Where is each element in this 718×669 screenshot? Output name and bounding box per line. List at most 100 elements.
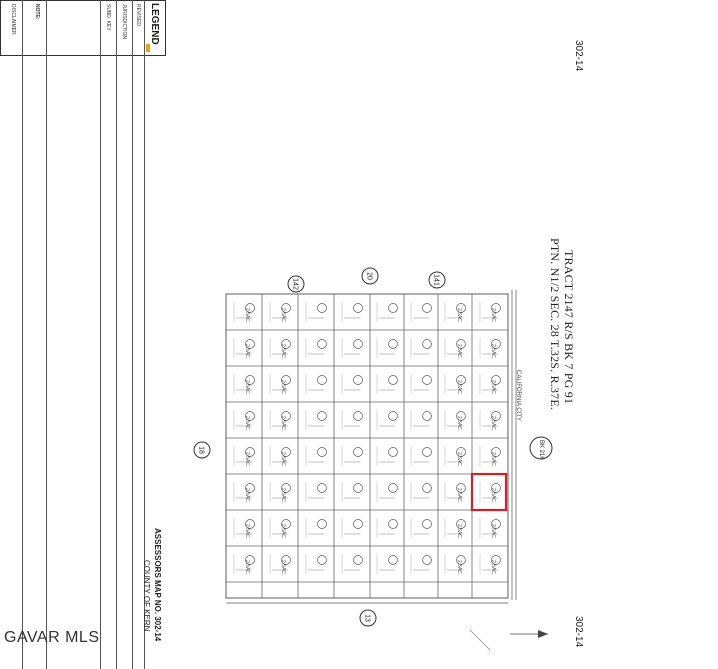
parcel-number-circle xyxy=(422,555,432,565)
parcel-number-circle xyxy=(281,447,291,457)
circled-label-circle xyxy=(428,271,446,289)
parcel-number-circle xyxy=(245,483,255,493)
parcel-acreage-label: 2.5AC. xyxy=(280,524,286,539)
legend-revised-column: REVISED xyxy=(132,0,145,669)
legend-box: DISCLAIMER NOTE: SUBD. KEY JURISDICTION … xyxy=(0,0,166,669)
parcel-acreage-label: 2.5AC. xyxy=(490,380,496,395)
parcel-number-circle xyxy=(491,519,501,529)
street-label: CALIFORNIA CITY xyxy=(515,370,521,422)
parcel-number-circle xyxy=(317,303,327,313)
parcel-acreage-label: 2.5AC. xyxy=(490,416,496,431)
parcel-number-circle xyxy=(281,411,291,421)
parcel-number-circle xyxy=(422,447,432,457)
parcel-number-circle xyxy=(456,483,466,493)
parcel-acreage-label: 2.5AC. xyxy=(244,452,250,467)
circled-label-number: 18 xyxy=(198,446,205,454)
parcel-acreage-label: 2.5AC. xyxy=(490,488,496,503)
parcel-acreage-label: 2.5AC. xyxy=(244,380,250,395)
circled-label-number: 20 xyxy=(366,272,373,280)
circled-label-circle xyxy=(361,267,379,285)
parcel-number-circle xyxy=(456,447,466,457)
parcel-number-circle xyxy=(353,519,363,529)
legend-title-column: LEGEND xyxy=(144,0,164,669)
parcel-acreage-label: 2.5AC. xyxy=(456,488,462,503)
parcel-number-circle xyxy=(281,555,291,565)
parcel-number-circle xyxy=(456,339,466,349)
parcel-number-circle xyxy=(317,411,327,421)
map-outer-border xyxy=(225,293,509,599)
parcel-number-circle xyxy=(422,375,432,385)
parcel-number-circle xyxy=(388,555,398,565)
parcel-acreage-label: 2.5AC. xyxy=(456,380,462,395)
parcel-number-circle xyxy=(491,303,501,313)
parcel-number-circle xyxy=(422,483,432,493)
parcel-acreage-label: 2.5AC. xyxy=(280,308,286,323)
parcel-acreage-label: 2.5AC. xyxy=(456,416,462,431)
parcel-acreage-label: 2.5AC. xyxy=(280,560,286,575)
watermark-text: GAVAR MLS xyxy=(4,629,100,646)
parcel-number-circle xyxy=(281,519,291,529)
legend-accent-mark xyxy=(146,44,150,52)
map-extras xyxy=(469,472,548,651)
parcel-acreage-label: 2.5AC. xyxy=(244,488,250,503)
corner-tick xyxy=(469,629,491,651)
parcel-acreage-label: 2.5AC. xyxy=(244,560,250,575)
parcel-acreage-label: 2.5AC. xyxy=(456,560,462,575)
parcel-acreage-label: 2.5AC. xyxy=(280,416,286,431)
parcel-acreage-label: 2.5AC. xyxy=(244,344,250,359)
parcel-number-circle xyxy=(388,447,398,457)
parcel-number-circle xyxy=(422,303,432,313)
legend-disclaimer-column: DISCLAIMER xyxy=(0,0,23,669)
parcel-number-circle xyxy=(422,519,432,529)
parcel-acreage-label: 2.5AC. xyxy=(490,560,496,575)
parcel-number-circle xyxy=(353,303,363,313)
parcel-acreage-label: 2.5AC. xyxy=(456,452,462,467)
parcel-number-circle xyxy=(353,555,363,565)
parcel-grid xyxy=(225,290,517,604)
parcel-number-circle xyxy=(245,411,255,421)
parcel-number-circle xyxy=(456,555,466,565)
parcel-number-circle xyxy=(353,339,363,349)
parcel-number-circle xyxy=(353,483,363,493)
parcel-number-circle xyxy=(245,339,255,349)
parcel-number-circle xyxy=(491,375,501,385)
parcel-acreage-label: 2.5AC. xyxy=(490,524,496,539)
parcel-number-circle xyxy=(456,411,466,421)
parcel-number-circle xyxy=(491,555,501,565)
parcel-number-circle xyxy=(388,303,398,313)
parcel-acreage-label: 2.5AC. xyxy=(280,488,286,503)
parcel-number-circle xyxy=(388,519,398,529)
parcel-acreage-label: 2.5AC. xyxy=(244,308,250,323)
parcel-number-circle xyxy=(388,411,398,421)
parcel-number-circle xyxy=(388,375,398,385)
parcel-number-circle xyxy=(317,555,327,565)
parcel-acreage-label: 2.5AC. xyxy=(490,452,496,467)
parcel-acreage-label: 2.5AC. xyxy=(244,416,250,431)
parcel-number-circle xyxy=(245,303,255,313)
circled-label-circle xyxy=(193,441,211,459)
parcel-number-circle xyxy=(491,411,501,421)
parcel-number-circle xyxy=(456,375,466,385)
circled-label-number: 142 xyxy=(292,278,299,290)
parcel-number-circle xyxy=(281,339,291,349)
parcel-number-circle xyxy=(245,555,255,565)
book-circle xyxy=(529,436,553,460)
parcel-number-circle xyxy=(388,483,398,493)
parcel-acreage-label: 2.5AC. xyxy=(456,344,462,359)
parcel-number-circle xyxy=(317,339,327,349)
legend-jurisdiction-column: JURISDICTION xyxy=(116,0,133,669)
parcel-acreage-label: 2.5AC. xyxy=(244,524,250,539)
parcel-number-circle xyxy=(491,339,501,349)
parcel-number-circle xyxy=(422,339,432,349)
parcel-acreage-label: 2.5AC. xyxy=(280,452,286,467)
parcel-number-circle xyxy=(245,519,255,529)
parcel-number-circle xyxy=(281,483,291,493)
parcel-acreage-label: 2.5AC. xyxy=(280,344,286,359)
circled-label-number: 141 xyxy=(433,274,440,286)
parcel-marks: 2.5AC. 2.5AC. 2.5AC. 2.5AC. 2.5AC. 2.5AC. 2.5A… xyxy=(233,302,501,575)
legend-blank-column xyxy=(46,0,101,669)
circled-label-circle xyxy=(359,609,377,627)
legend-subd-column: SUBD. KEY xyxy=(100,0,117,669)
parcel-number-circle xyxy=(281,303,291,313)
